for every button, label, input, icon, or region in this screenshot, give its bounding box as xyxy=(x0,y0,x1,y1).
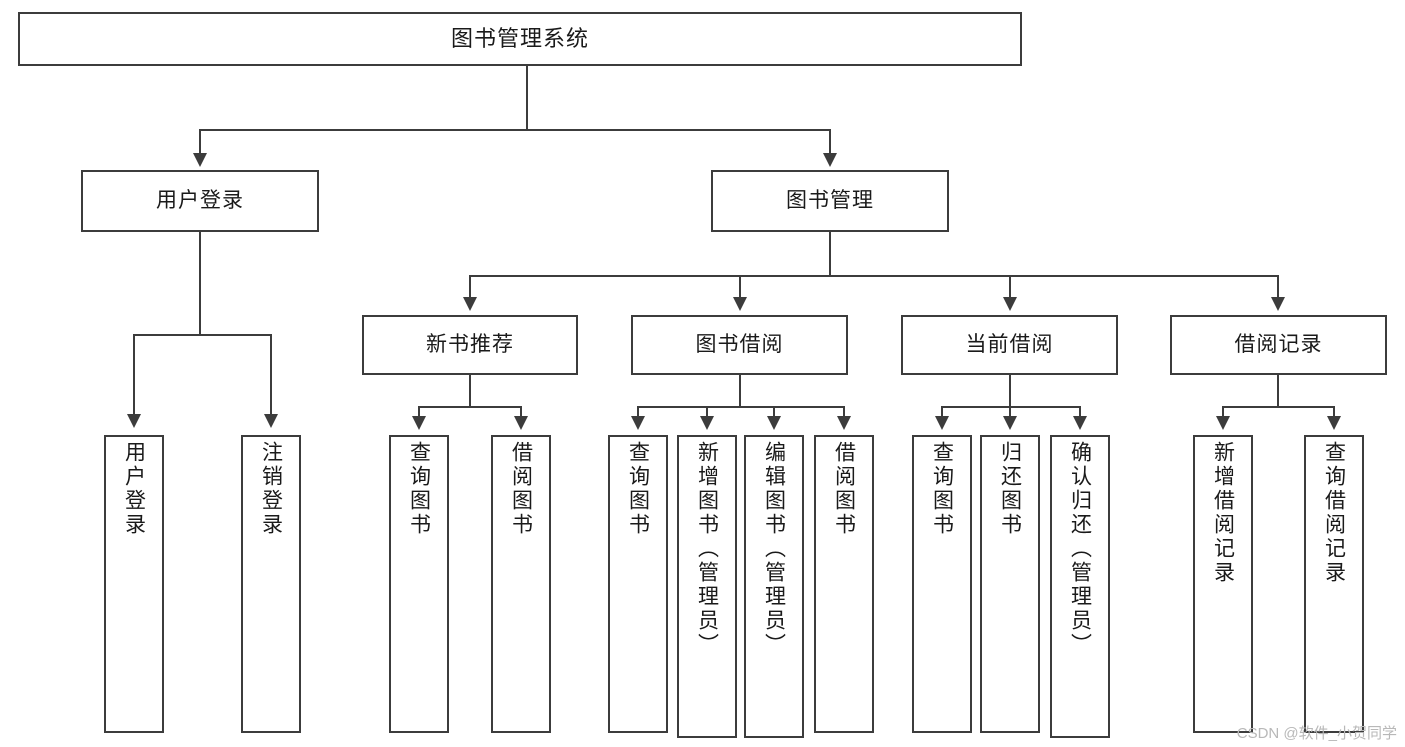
connector-current-borrow-bus xyxy=(941,406,1081,408)
connector-current-borrow-drop-0 xyxy=(941,406,943,418)
node-label: 注销登录 xyxy=(259,441,283,537)
connector-level3-drop-2 xyxy=(1009,275,1011,299)
node-user-login[interactable]: 用户登录 xyxy=(81,170,319,232)
leaf-user-login-login[interactable]: 用户登录 xyxy=(104,435,164,733)
arrowhead-leaf-user-login-1 xyxy=(264,414,278,428)
connector-book-borrow-stem xyxy=(739,375,741,407)
arrowhead-leaf-book-borrow-1 xyxy=(700,416,714,430)
connector-new-book-bus xyxy=(418,406,522,408)
connector-new-book-stem xyxy=(469,375,471,407)
node-new-book-recommend[interactable]: 新书推荐 xyxy=(362,315,578,375)
node-book-management[interactable]: 图书管理 xyxy=(711,170,949,232)
leaf-current-borrow-return[interactable]: 归还图书 xyxy=(980,435,1040,733)
node-label: 确认归还（管理员） xyxy=(1068,441,1092,657)
connector-user-login-stem xyxy=(199,232,201,335)
connector-new-book-drop-1 xyxy=(520,406,522,418)
node-label: 图书管理 xyxy=(786,188,874,212)
arrowhead-leaf-new-book-1 xyxy=(514,416,528,430)
node-borrow-record[interactable]: 借阅记录 xyxy=(1170,315,1387,375)
arrowhead-leaf-current-borrow-0 xyxy=(935,416,949,430)
arrowhead-user-login xyxy=(193,153,207,167)
arrowhead-level3-0 xyxy=(463,297,477,311)
connector-book-mgmt-stem xyxy=(829,232,831,276)
connector-book-borrow-drop-0 xyxy=(637,406,639,418)
node-label: 新增图书（管理员） xyxy=(695,441,719,657)
node-label: 归还图书 xyxy=(998,441,1022,537)
leaf-borrow-record-add[interactable]: 新增借阅记录 xyxy=(1193,435,1253,733)
leaf-book-borrow-lend[interactable]: 借阅图书 xyxy=(814,435,874,733)
arrowhead-leaf-current-borrow-2 xyxy=(1073,416,1087,430)
node-label: 当前借阅 xyxy=(965,332,1054,356)
node-root-system[interactable]: 图书管理系统 xyxy=(18,12,1022,66)
connector-level3-drop-0 xyxy=(469,275,471,299)
connector-root-stem xyxy=(526,66,528,130)
arrowhead-leaf-current-borrow-1 xyxy=(1003,416,1017,430)
connector-current-borrow-drop-1 xyxy=(1009,406,1011,418)
arrowhead-book-mgmt xyxy=(823,153,837,167)
connector-level3-drop-1 xyxy=(739,275,741,299)
connector-borrow-record-drop-1 xyxy=(1333,406,1335,418)
connector-user-login-drop-0 xyxy=(133,334,135,416)
connector-book-borrow-bus xyxy=(637,406,845,408)
leaf-new-book-borrow[interactable]: 借阅图书 xyxy=(491,435,551,733)
arrowhead-leaf-borrow-record-0 xyxy=(1216,416,1230,430)
node-label: 用户登录 xyxy=(156,188,244,212)
arrowhead-leaf-book-borrow-2 xyxy=(767,416,781,430)
node-label: 借阅图书 xyxy=(832,441,856,537)
leaf-new-book-query[interactable]: 查询图书 xyxy=(389,435,449,733)
arrowhead-leaf-book-borrow-0 xyxy=(631,416,645,430)
arrowhead-leaf-new-book-0 xyxy=(412,416,426,430)
node-label: 查询图书 xyxy=(626,441,650,537)
node-label: 新书推荐 xyxy=(426,332,514,356)
connector-book-borrow-drop-2 xyxy=(773,406,775,418)
connector-current-borrow-stem xyxy=(1009,375,1011,407)
arrowhead-level3-3 xyxy=(1271,297,1285,311)
arrowhead-leaf-user-login-0 xyxy=(127,414,141,428)
node-label: 借阅图书 xyxy=(509,441,533,537)
arrowhead-leaf-borrow-record-1 xyxy=(1327,416,1341,430)
connector-root-bus xyxy=(199,129,830,131)
connector-root-to-user-login xyxy=(199,129,201,155)
connector-borrow-record-drop-0 xyxy=(1222,406,1224,418)
leaf-book-borrow-edit[interactable]: 编辑图书（管理员） xyxy=(744,435,804,738)
connector-level3-drop-3 xyxy=(1277,275,1279,299)
connector-new-book-drop-0 xyxy=(418,406,420,418)
node-label: 图书借阅 xyxy=(695,332,784,356)
connector-borrow-record-stem xyxy=(1277,375,1279,407)
connector-borrow-record-bus xyxy=(1222,406,1335,408)
arrowhead-leaf-book-borrow-3 xyxy=(837,416,851,430)
node-label: 查询图书 xyxy=(930,441,954,537)
leaf-user-login-logout[interactable]: 注销登录 xyxy=(241,435,301,733)
node-label: 新增借阅记录 xyxy=(1211,441,1235,585)
leaf-current-borrow-confirm[interactable]: 确认归还（管理员） xyxy=(1050,435,1110,738)
node-label: 查询图书 xyxy=(407,441,431,537)
node-label: 借阅记录 xyxy=(1234,332,1323,356)
connector-book-borrow-drop-1 xyxy=(706,406,708,418)
node-label: 用户登录 xyxy=(122,441,146,537)
arrowhead-level3-1 xyxy=(733,297,747,311)
node-label: 图书管理系统 xyxy=(450,26,589,52)
node-current-borrow[interactable]: 当前借阅 xyxy=(901,315,1118,375)
leaf-current-borrow-query[interactable]: 查询图书 xyxy=(912,435,972,733)
connector-root-to-book-mgmt xyxy=(829,129,831,155)
leaf-book-borrow-add[interactable]: 新增图书（管理员） xyxy=(677,435,737,738)
leaf-book-borrow-query[interactable]: 查询图书 xyxy=(608,435,668,733)
node-book-borrow[interactable]: 图书借阅 xyxy=(631,315,848,375)
node-label: 查询借阅记录 xyxy=(1322,441,1346,585)
connector-book-borrow-drop-3 xyxy=(843,406,845,418)
arrowhead-level3-2 xyxy=(1003,297,1017,311)
connector-user-login-bus xyxy=(133,334,272,336)
connector-level3-bus xyxy=(469,275,1279,277)
leaf-borrow-record-query[interactable]: 查询借阅记录 xyxy=(1304,435,1364,733)
node-label: 编辑图书（管理员） xyxy=(762,441,786,657)
connector-user-login-drop-1 xyxy=(270,334,272,416)
connector-current-borrow-drop-2 xyxy=(1079,406,1081,418)
